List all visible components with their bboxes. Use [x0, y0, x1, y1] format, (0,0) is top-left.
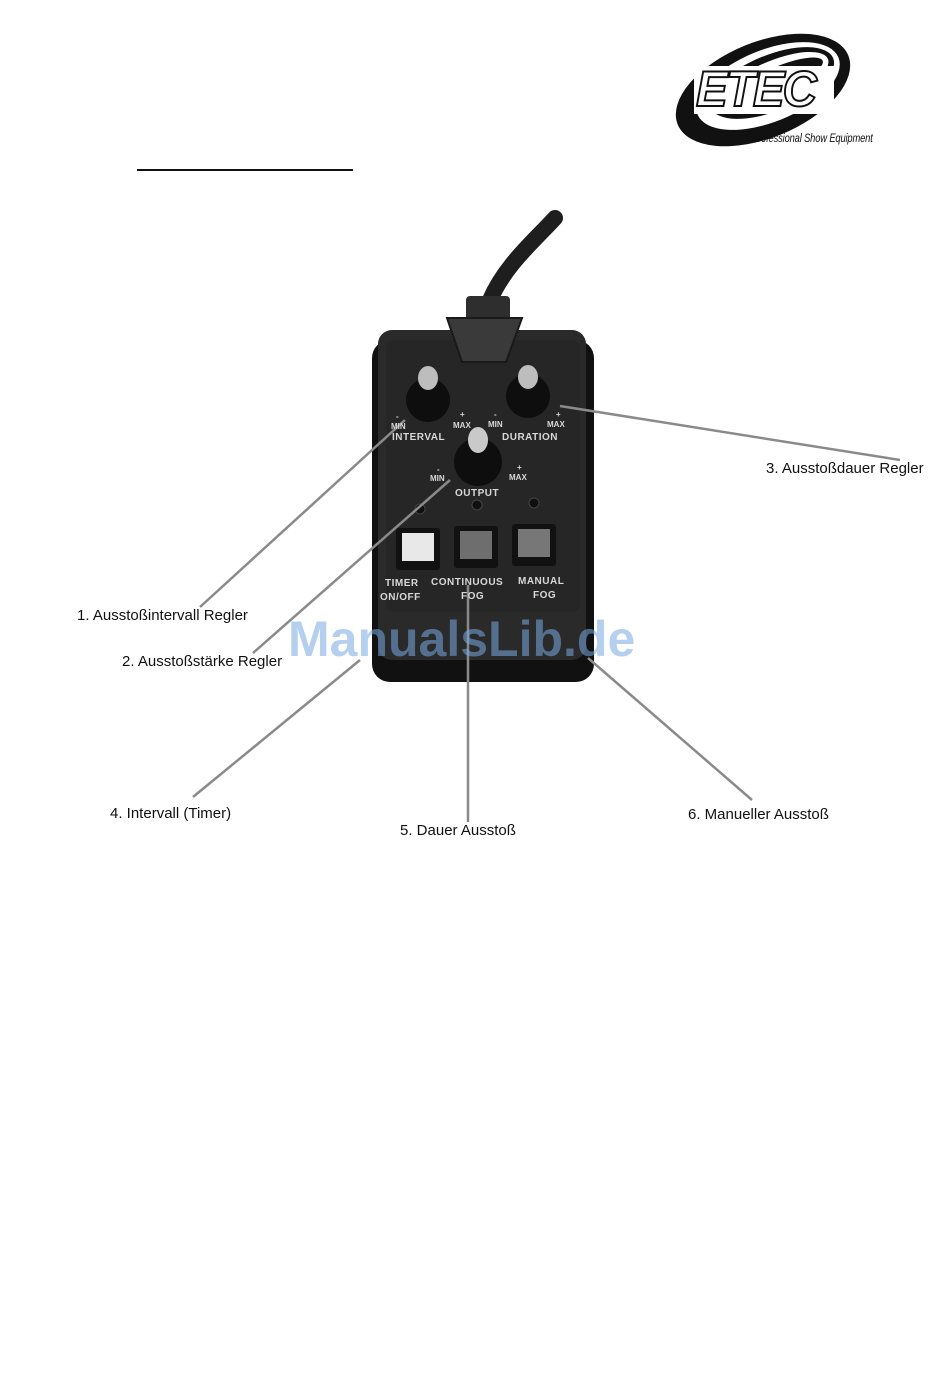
callout-interval-knob: 1. Ausstoßintervall Regler	[77, 607, 248, 624]
output-plus-label: +	[517, 463, 522, 472]
duration-max-label: MAX	[547, 420, 565, 429]
output-min-label: MIN	[430, 474, 445, 483]
duration-minus-label: -	[494, 410, 497, 419]
timer-onoff-label: ON/OFF	[380, 592, 421, 603]
duration-min-label: MIN	[488, 420, 503, 429]
watermark: ManualsLib.de	[288, 610, 635, 668]
continuous-fog-label: FOG	[461, 591, 484, 602]
timer-label: TIMER	[385, 578, 419, 589]
callout-manual-button: 6. Manueller Ausstoß	[688, 806, 829, 823]
continuous-label: CONTINUOUS	[431, 577, 503, 588]
interval-minus-label: -	[396, 412, 399, 421]
manual-label: MANUAL	[518, 576, 564, 587]
manual-fog-label: FOG	[533, 590, 556, 601]
interval-max-label: MAX	[453, 421, 471, 430]
interval-plus-label: +	[460, 410, 465, 419]
callout-duration-knob: 3. Ausstoßdauer Regler	[766, 460, 924, 477]
output-label: OUTPUT	[455, 488, 499, 499]
callout-output-knob: 2. Ausstoßstärke Regler	[122, 653, 282, 670]
callout-timer-button: 4. Intervall (Timer)	[110, 805, 231, 822]
output-minus-label: -	[437, 465, 440, 474]
device-photo	[0, 0, 950, 900]
interval-min-label: MIN	[391, 422, 406, 431]
interval-label: INTERVAL	[392, 432, 445, 443]
duration-label: DURATION	[502, 432, 558, 443]
output-max-label: MAX	[509, 473, 527, 482]
callout-continuous-button: 5. Dauer Ausstoß	[400, 822, 516, 839]
duration-plus-label: +	[556, 410, 561, 419]
